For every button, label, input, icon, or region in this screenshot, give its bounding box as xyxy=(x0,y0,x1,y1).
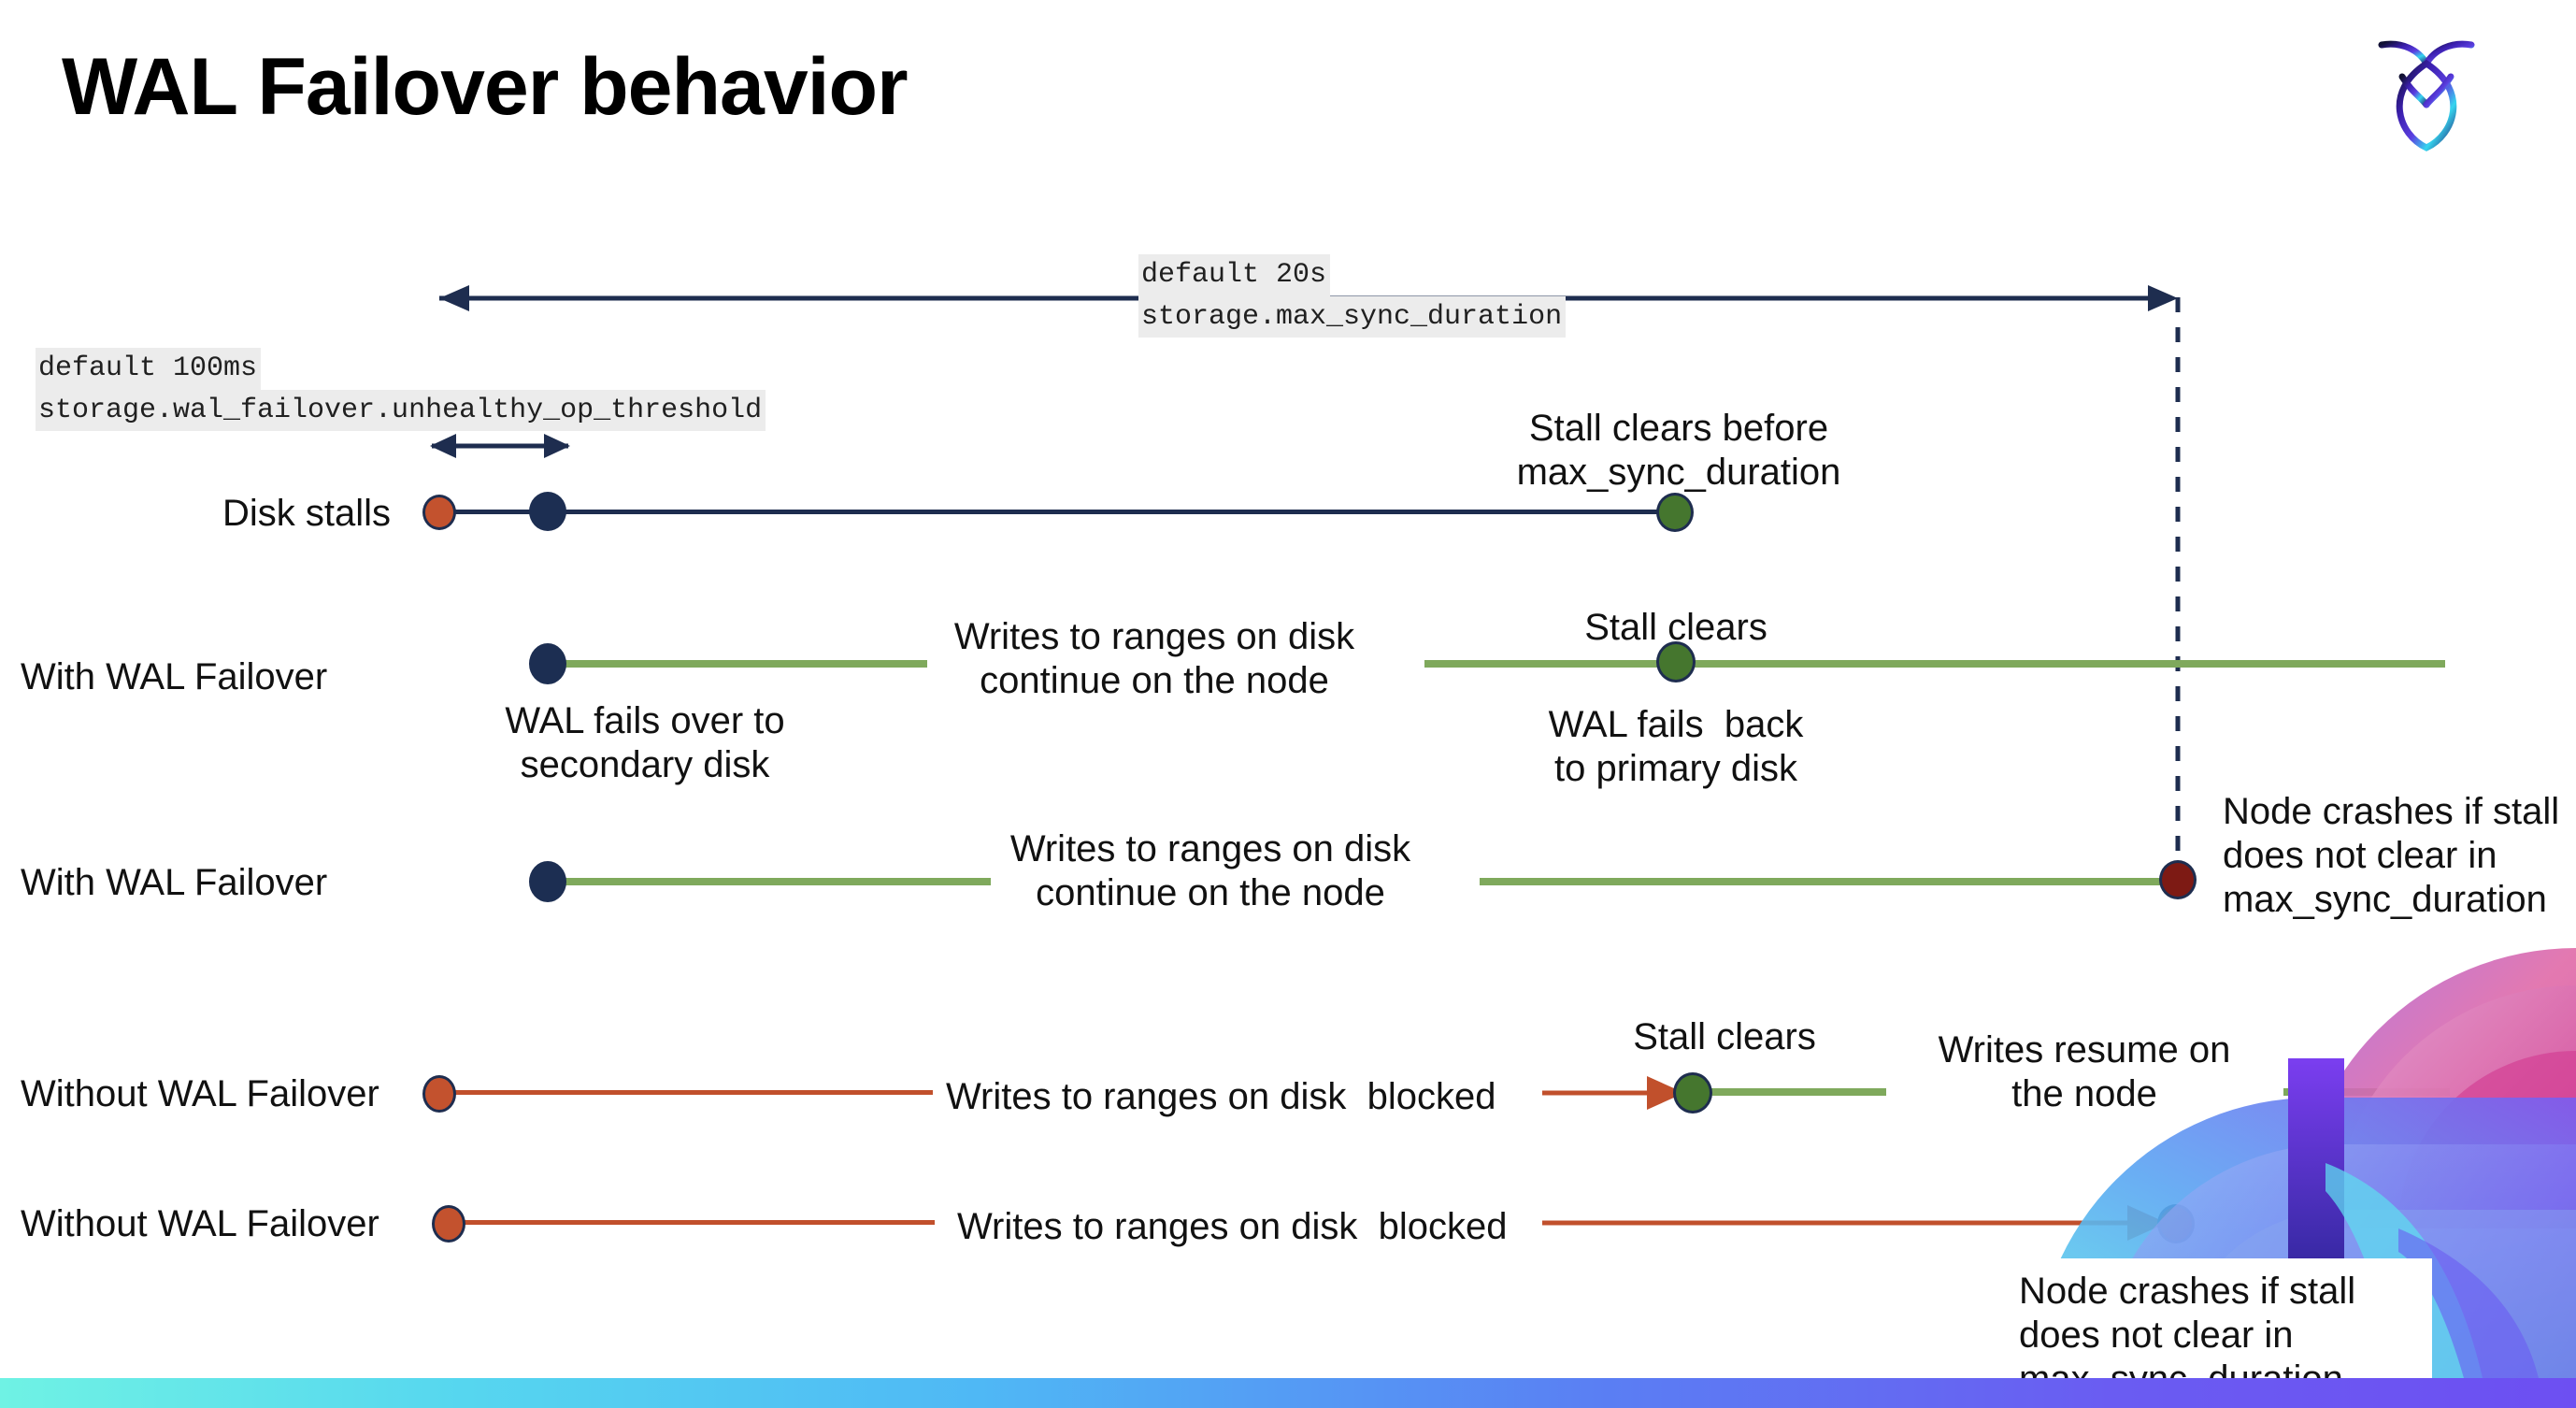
disk-stall-start-marker xyxy=(422,495,456,530)
wal-failover-start-marker-1 xyxy=(529,643,566,684)
wal-failover-start-marker-2 xyxy=(529,861,566,902)
row-label-disk-stalls: Disk stalls xyxy=(222,493,392,534)
row-label-without-wal-failover-2: Without WAL Failover xyxy=(21,1203,379,1244)
caption-writes-resume: Writes resume on the node xyxy=(1938,1029,2231,1115)
max-sync-dashed-guide xyxy=(2175,297,2181,886)
disk-stalls-timeline xyxy=(439,510,1682,514)
caption-wal-fails-over: WAL fails over to secondary disk xyxy=(505,700,785,786)
caption-stall-clears-before: Stall clears before max_sync_duration xyxy=(1516,408,1841,494)
annotation-unhealthy-default: default 100ms xyxy=(36,348,262,390)
caption-stall-clears-row4: Stall clears xyxy=(1633,1016,1816,1057)
writes-blocked-arrow-row4 xyxy=(1542,1076,1684,1110)
unhealthy-threshold-span-arrow xyxy=(430,434,570,458)
unhealthy-threshold-marker xyxy=(529,492,566,531)
stall-clears-marker-row1 xyxy=(1656,493,1694,532)
row-label-with-wal-failover-1: With WAL Failover xyxy=(21,656,328,697)
writes-blocked-timeline-row5-a xyxy=(449,1220,935,1225)
caption-stall-clears-row2: Stall clears xyxy=(1584,607,1767,648)
stall-clears-marker-row4 xyxy=(1673,1072,1712,1113)
caption-wal-fails-back: WAL fails back to primary disk xyxy=(1548,704,1804,790)
caption-writes-continue-row2: Writes to ranges on disk continue on the… xyxy=(953,616,1355,702)
page-title: WAL Failover behavior xyxy=(62,42,909,132)
wal-failover-timeline-segment-1 xyxy=(547,660,927,668)
row-label-with-wal-failover-2: With WAL Failover xyxy=(21,862,328,903)
wal-failover-timeline-segment-2 xyxy=(1424,660,2445,668)
annotation-max-sync-default: default 20s xyxy=(1138,254,1331,296)
caption-node-crashes-row3: Node crashes if stall does not clear in … xyxy=(2223,791,2560,921)
writes-resume-timeline-row4 xyxy=(1709,1088,1886,1096)
caption-writes-blocked-row5: Writes to ranges on disk blocked xyxy=(957,1206,1508,1247)
annotation-unhealthy-setting: storage.wal_failover.unhealthy_op_thresh… xyxy=(36,389,766,432)
stall-clears-marker-row2 xyxy=(1656,641,1696,682)
caption-writes-continue-row3: Writes to ranges on disk continue on the… xyxy=(1009,828,1411,914)
writes-blocked-timeline-row4-a xyxy=(439,1090,933,1095)
disk-stall-start-marker-row5 xyxy=(432,1205,465,1243)
cockroachdb-logo-icon xyxy=(2370,22,2483,153)
bottom-gradient-bar xyxy=(0,1378,2576,1408)
caption-writes-blocked-row4: Writes to ranges on disk blocked xyxy=(946,1076,1496,1117)
wal-failover-crash-timeline-segment-1 xyxy=(547,878,991,885)
annotation-max-sync-duration: default 20s storage.max_sync_duration xyxy=(1138,254,1567,338)
disk-stall-start-marker-row4 xyxy=(422,1075,456,1113)
row-label-without-wal-failover-1: Without WAL Failover xyxy=(21,1073,379,1114)
annotation-unhealthy-op-threshold: default 100ms storage.wal_failover.unhea… xyxy=(36,348,766,432)
annotation-max-sync-setting: storage.max_sync_duration xyxy=(1138,295,1567,338)
wal-failover-crash-timeline-segment-2 xyxy=(1480,878,2176,885)
node-crash-marker-row3 xyxy=(2159,860,2197,899)
